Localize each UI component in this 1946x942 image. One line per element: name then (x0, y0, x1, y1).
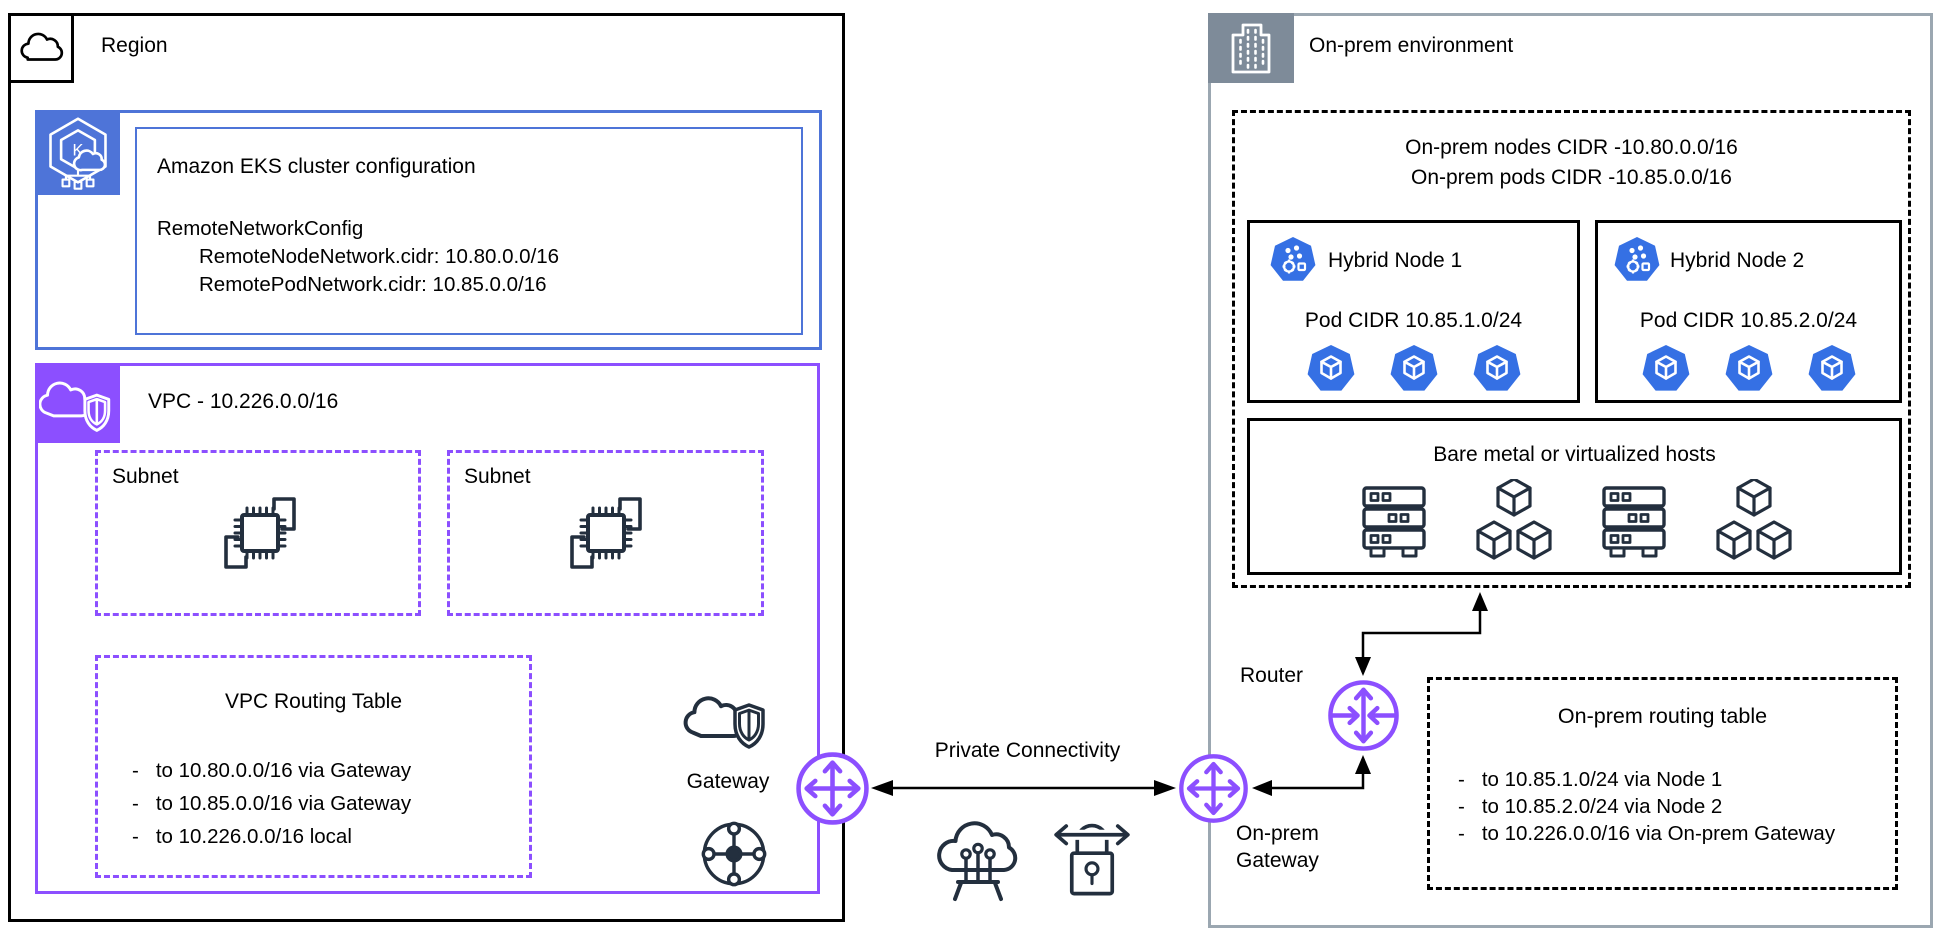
onprem-nodes-cidr: On-prem nodes CIDR -10.80.0.0/16 (1405, 136, 1738, 159)
bare-metal-title: Bare metal or virtualized hosts (1433, 443, 1716, 466)
pod-icon (1807, 345, 1856, 391)
aws-gateway-icon (794, 750, 871, 827)
gateway-label: Gateway (686, 770, 770, 793)
vpc-route: -to 10.80.0.0/16 via Gateway (132, 754, 519, 787)
hybrid-node-2-title: Hybrid Node 2 (1670, 249, 1805, 272)
gateway-cloud-shield-icon (683, 696, 765, 749)
hybrid-node-2-pod-cidr: Pod CIDR 10.85.2.0/24 (1639, 309, 1858, 332)
onprem-label: On-prem environment (1309, 34, 1514, 57)
router-label: Router (1240, 664, 1304, 687)
eks-anywhere-icon (48, 116, 107, 190)
vpc-route-text: to 10.80.0.0/16 via Gateway (155, 758, 412, 782)
pod-icon (1306, 345, 1355, 391)
bullet: - (1458, 821, 1465, 845)
subnet-box-1: Subnet (95, 450, 421, 616)
vpc-group-box: VPC - 10.226.0.0/16 Subnet Subnet VPC Ro… (35, 363, 820, 894)
hybrid-node-2-box: Hybrid Node 2 Pod CIDR 10.85.2.0/24 (1595, 220, 1902, 403)
kubernetes-node-icon (1270, 237, 1316, 282)
router-icon (1326, 678, 1401, 753)
cubes-icon (1476, 479, 1552, 560)
subnet-1-label: Subnet (112, 465, 179, 488)
onprem-routing-table-title: On-prem routing table (1557, 704, 1768, 728)
eks-icon-tile (35, 110, 120, 195)
region-cloud-icon (20, 32, 64, 61)
onprem-route-text: to 10.85.1.0/24 via Node 1 (1481, 767, 1723, 791)
eks-config-title: Amazon EKS cluster configuration (157, 155, 476, 178)
vpc-route: -to 10.85.0.0/16 via Gateway (132, 787, 519, 820)
vpc-routing-table-box: VPC Routing Table -to 10.80.0.0/16 via G… (95, 655, 532, 878)
hybrid-node-1-title: Hybrid Node 1 (1328, 249, 1463, 272)
onprem-route-text: to 10.226.0.0/16 via On-prem Gateway (1481, 821, 1836, 845)
onprem-gateway-icon (1177, 752, 1250, 825)
eks-config-heading: RemoteNetworkConfig (157, 217, 364, 240)
eks-group-box: Amazon EKS cluster configuration RemoteN… (35, 110, 822, 350)
bullet: - (1458, 767, 1465, 791)
onprem-route-text: to 10.85.2.0/24 via Node 2 (1481, 794, 1723, 818)
subnet-2-label: Subnet (464, 465, 531, 488)
region-group-box: Region Amazon EKS cluster configuration … (8, 13, 845, 922)
onprem-routes-list: -to 10.85.1.0/24 via Node 1 -to 10.85.2.… (1458, 766, 1885, 847)
bare-metal-hosts-box: Bare metal or virtualized hosts (1247, 418, 1902, 575)
vpc-route: -to 10.226.0.0/16 local (132, 820, 519, 853)
pod-icon (1641, 345, 1690, 391)
private-connectivity-label: Private Connectivity (934, 739, 1121, 762)
pod-icon (1724, 345, 1773, 391)
eks-remote-node-network: RemoteNodeNetwork.cidr: 10.80.0.0/16 (199, 245, 560, 268)
onprem-cidr-lines: On-prem nodes CIDR -10.80.0.0/16 On-prem… (1235, 133, 1908, 193)
hybrid-node-1-pod-cidr: Pod CIDR 10.85.1.0/24 (1304, 309, 1523, 332)
bullet: - (132, 758, 139, 782)
onprem-pods-cidr: On-prem pods CIDR -10.85.0.0/16 (1411, 166, 1732, 189)
vpc-routing-table-title: VPC Routing Table (224, 690, 403, 713)
onprem-gateway-label-line1: On-prem (1236, 822, 1319, 845)
eks-remote-pod-network: RemotePodNetwork.cidr: 10.85.0.0/16 (199, 273, 547, 296)
eks-config-box: Amazon EKS cluster configuration RemoteN… (135, 127, 803, 335)
pod-icon (1389, 345, 1438, 391)
bullet: - (132, 791, 139, 815)
onprem-routing-table-box: On-prem routing table -to 10.85.1.0/24 v… (1427, 677, 1898, 890)
server-rack-icon (1601, 486, 1666, 558)
region-label: Region (101, 34, 168, 57)
kubernetes-node-icon (1614, 237, 1660, 282)
vpn-lock-icon (1046, 806, 1138, 904)
onprem-gateway-label: On-prem Gateway (1236, 820, 1319, 874)
onprem-route: -to 10.226.0.0/16 via On-prem Gateway (1458, 820, 1885, 847)
building-icon (1231, 23, 1271, 74)
vpc-icon-tile (35, 363, 120, 443)
virtual-private-gateway-icon (701, 821, 767, 887)
onprem-route: -to 10.85.2.0/24 via Node 2 (1458, 793, 1885, 820)
direct-connect-icon (937, 821, 1018, 901)
vpc-label: VPC - 10.226.0.0/16 (148, 390, 339, 413)
onprem-network-box: On-prem nodes CIDR -10.80.0.0/16 On-prem… (1232, 110, 1911, 588)
cubes-icon (1716, 479, 1792, 560)
pods-row (1250, 345, 1577, 391)
bullet: - (1458, 794, 1465, 818)
region-icon-frame (8, 13, 74, 83)
pods-row (1598, 345, 1899, 391)
server-rack-icon (1361, 486, 1426, 558)
vpc-icon (38, 381, 110, 432)
vpc-route-text: to 10.85.0.0/16 via Gateway (155, 791, 412, 815)
host-icons-row (1250, 479, 1899, 560)
instance-chip-icon (570, 497, 642, 569)
onprem-icon-tile (1208, 13, 1294, 83)
vpc-route-text: to 10.226.0.0/16 local (155, 824, 352, 848)
onprem-route: -to 10.85.1.0/24 via Node 1 (1458, 766, 1885, 793)
onprem-gateway-label-line2: Gateway (1236, 849, 1319, 872)
onprem-group-box: On-prem environment On-prem nodes CIDR -… (1208, 13, 1933, 928)
bullet: - (132, 824, 139, 848)
pod-icon (1472, 345, 1521, 391)
vpc-routes-list: -to 10.80.0.0/16 via Gateway -to 10.85.0… (132, 754, 519, 853)
hybrid-node-1-box: Hybrid Node 1 Pod CIDR 10.85.1.0/24 (1247, 220, 1580, 403)
subnet-box-2: Subnet (447, 450, 764, 616)
instance-chip-icon (224, 497, 296, 569)
